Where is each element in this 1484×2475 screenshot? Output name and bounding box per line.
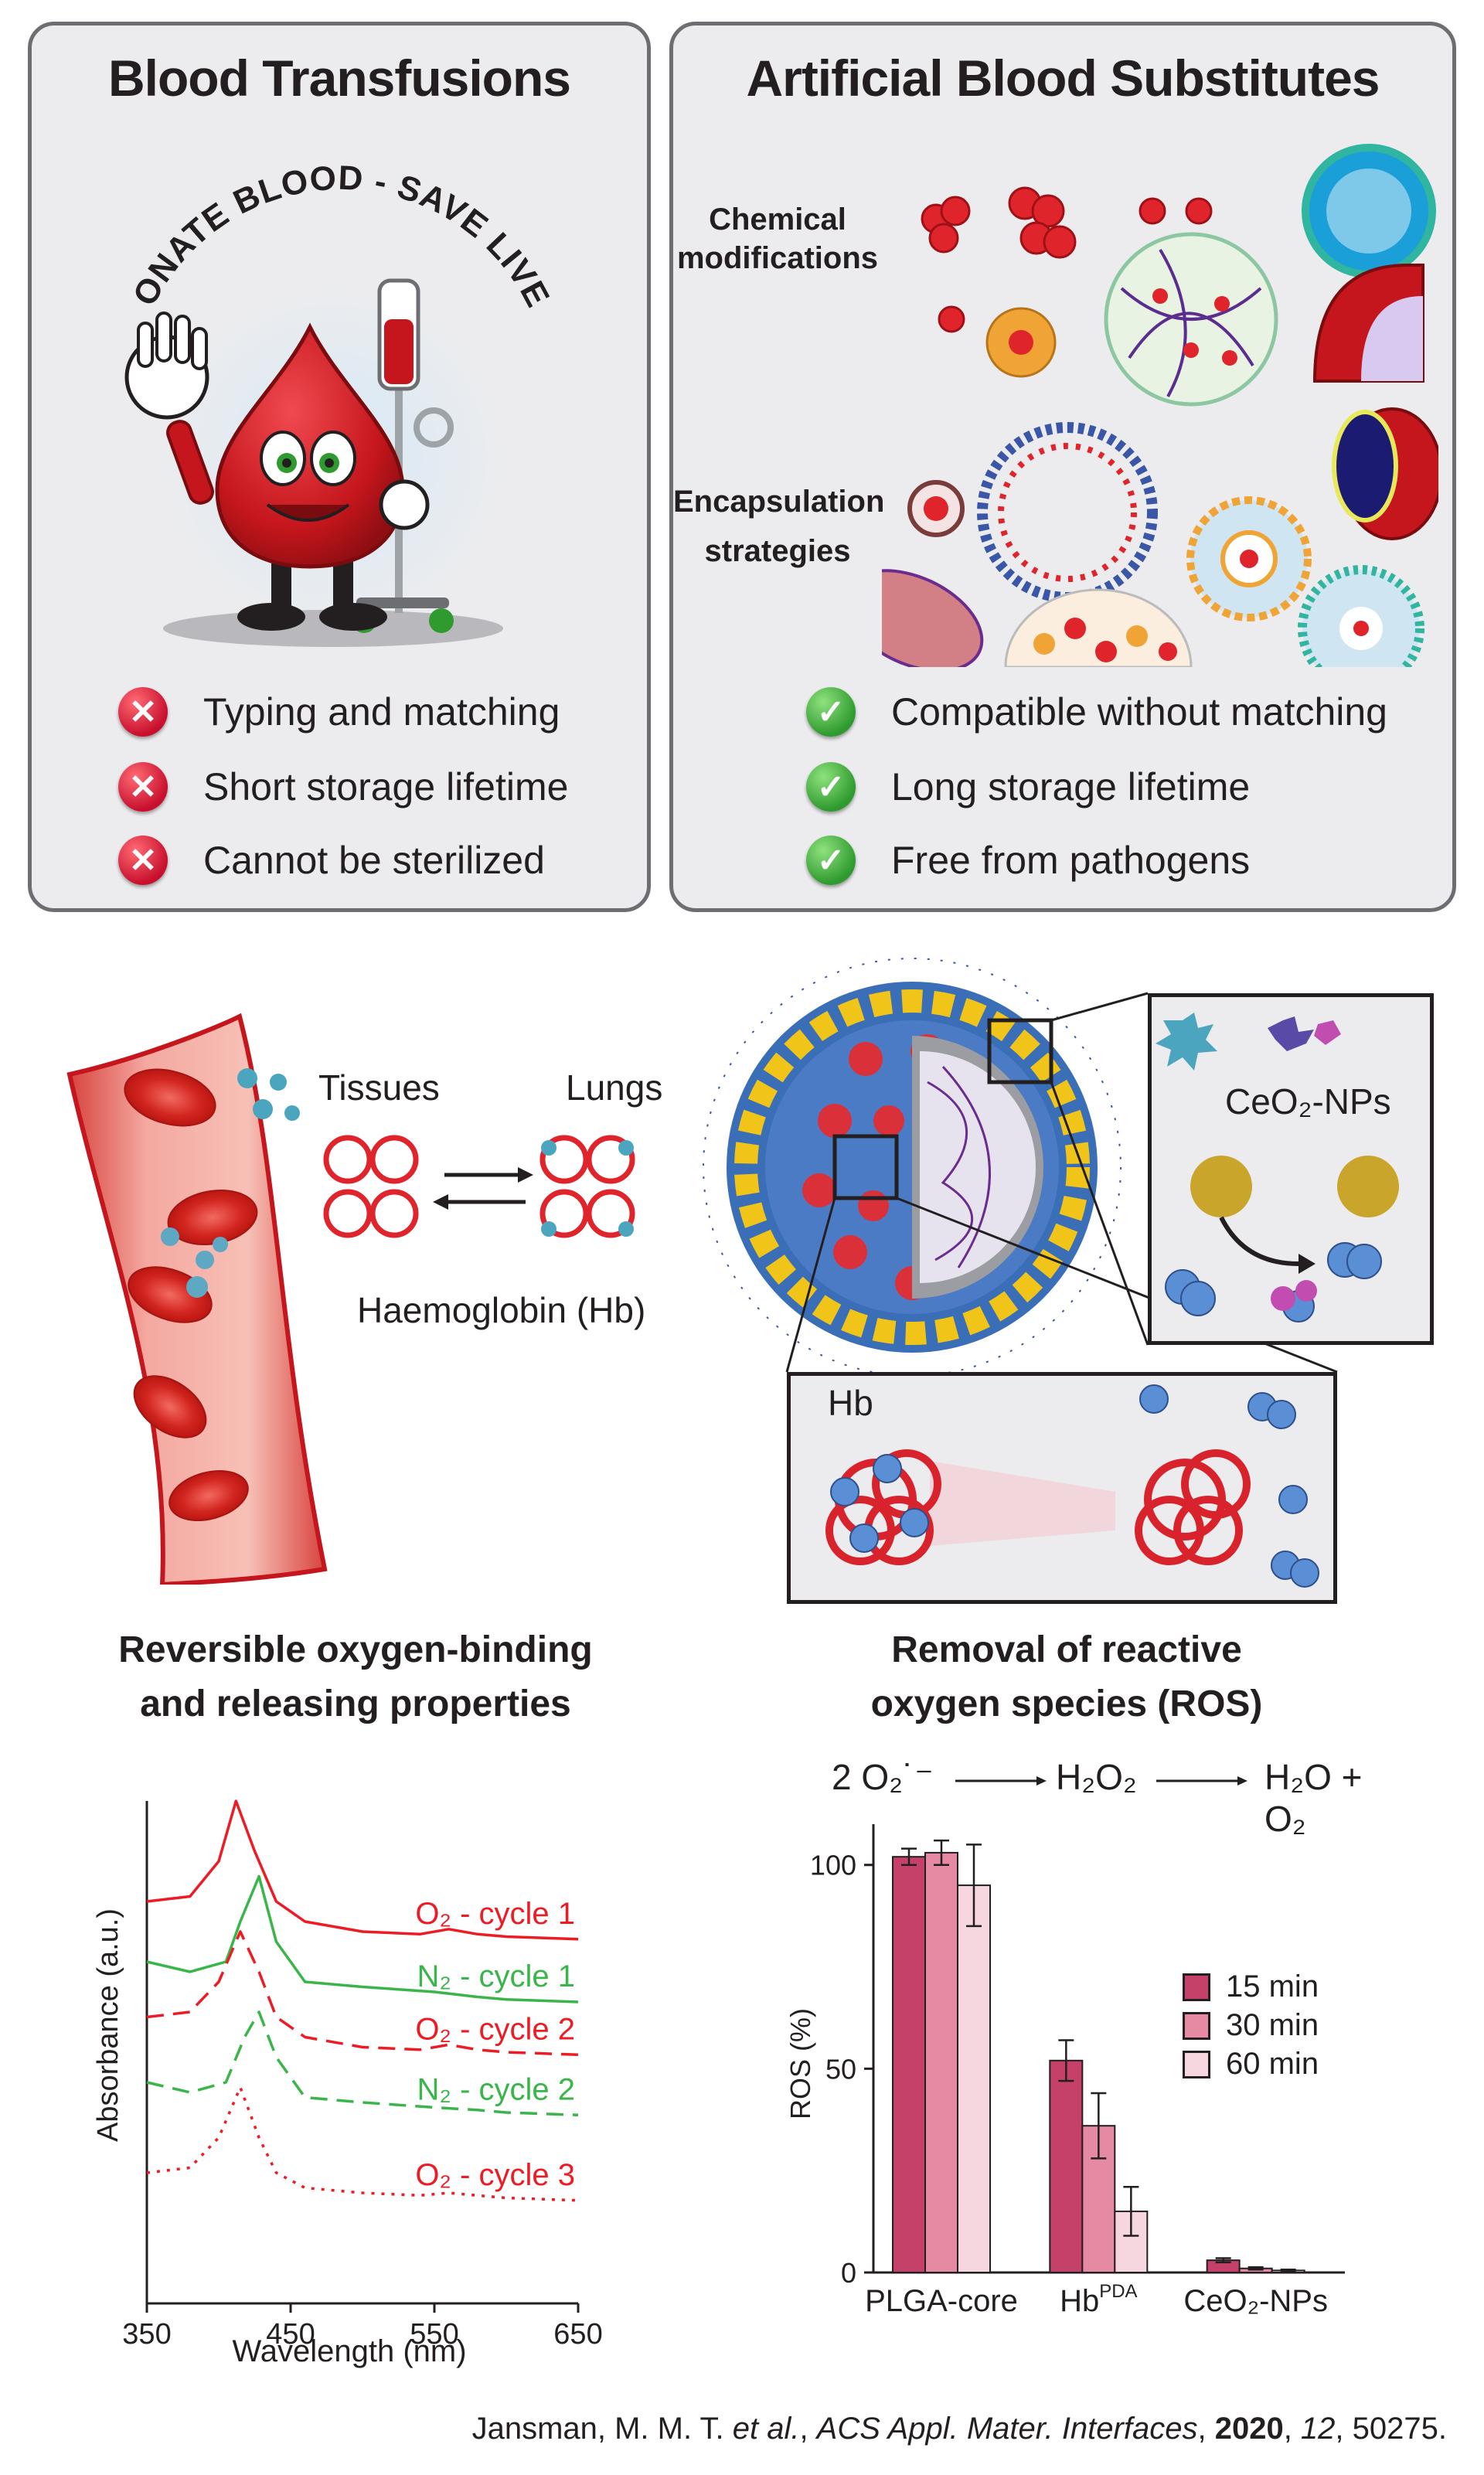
pro-label: Long storage lifetime bbox=[891, 765, 1251, 809]
category-label: CeO₂-NPs bbox=[1183, 2284, 1328, 2318]
bar bbox=[924, 1851, 958, 2273]
check-icon: ✓ bbox=[806, 836, 856, 885]
bar bbox=[957, 1884, 991, 2273]
category-label: PLGA-core bbox=[865, 2284, 1018, 2318]
con-item-storage: ✕ Short storage lifetime bbox=[118, 762, 568, 812]
legend-swatch bbox=[1183, 1973, 1210, 2001]
absorbance-line-chart: Absorbance (a.u.) Wavelength (nm) 350 450… bbox=[92, 1799, 603, 2368]
series-label: O₂ - cycle 3 bbox=[415, 2158, 575, 2192]
check-icon: ✓ bbox=[806, 762, 856, 812]
cross-icon: ✕ bbox=[118, 836, 168, 885]
blood-transfusions-panel: Blood Transfusions DONATE BLOOD - SAVE L… bbox=[28, 22, 651, 912]
intermediate: H₂O₂ bbox=[1056, 1757, 1137, 1797]
con-item-typing: ✕ Typing and matching bbox=[118, 687, 560, 737]
series-line bbox=[146, 1874, 579, 2003]
ceo2-reaction-illustration bbox=[1156, 1013, 1399, 1323]
series-label: N₂ - cycle 1 bbox=[417, 1959, 575, 1993]
bar bbox=[892, 1856, 926, 2273]
x-tick-label: 350 bbox=[122, 2318, 171, 2351]
nanoparticle-illustration bbox=[703, 958, 1122, 1377]
panel-title: Artificial Blood Substitutes bbox=[746, 49, 1380, 107]
hb-oxygen-release-illustration bbox=[825, 1384, 1319, 1588]
tissues-label: Tissues bbox=[318, 1067, 440, 1108]
series-label: N₂ - cycle 2 bbox=[417, 2072, 575, 2106]
y-axis-label: ROS (%) bbox=[788, 2008, 816, 2119]
reaction-arrow bbox=[1156, 1776, 1247, 1786]
series-label: O₂ - cycle 1 bbox=[415, 1897, 575, 1931]
check-icon: ✓ bbox=[806, 687, 856, 737]
series-line bbox=[146, 1799, 579, 1941]
y-tick-label: 50 bbox=[825, 2053, 856, 2085]
hb-box-label: Hb bbox=[828, 1383, 873, 1423]
legend-label: 60 min bbox=[1226, 2047, 1319, 2081]
donate-blood-mascot: DONATE BLOOD - SAVE LIVES bbox=[101, 165, 556, 647]
pro-item-pathogens: ✓ Free from pathogens bbox=[806, 836, 1250, 885]
products: H₂O + O₂ bbox=[1264, 1757, 1363, 1839]
x-tick-label: 450 bbox=[266, 2318, 315, 2351]
pro-label: Free from pathogens bbox=[891, 839, 1251, 882]
ceo2-zoom-box: CeO₂-NPs bbox=[1148, 993, 1434, 1345]
bar bbox=[1049, 2059, 1084, 2273]
oxygen-molecules-icon bbox=[237, 1068, 300, 1121]
series-line bbox=[146, 2010, 579, 2117]
haemoglobin-label: Haemoglobin (Hb) bbox=[357, 1290, 646, 1330]
pro-item-storage: ✓ Long storage lifetime bbox=[806, 762, 1250, 812]
category-superscript: PDA bbox=[1099, 2281, 1137, 2302]
series-label: O₂ - cycle 2 bbox=[415, 2012, 575, 2046]
ceo2-label: CeO₂-NPs bbox=[1225, 1081, 1391, 1122]
cross-icon: ✕ bbox=[118, 687, 168, 737]
x-axis-label: Wavelength (nm) bbox=[232, 2334, 466, 2368]
haemoglobin-equilibrium-diagram bbox=[323, 1135, 635, 1238]
pro-label: Compatible without matching bbox=[891, 690, 1387, 734]
legend-item-60min: 60 min bbox=[1183, 2047, 1319, 2082]
category-label: HbPDA bbox=[1060, 2281, 1138, 2318]
y-tick-label: 100 bbox=[810, 1850, 856, 1881]
blood-vessel-illustration bbox=[66, 1013, 328, 1585]
legend-label: 30 min bbox=[1226, 2008, 1319, 2042]
series-line bbox=[146, 1930, 579, 2057]
legend-label: 15 min bbox=[1226, 1969, 1319, 2003]
panel-title: Blood Transfusions bbox=[107, 49, 571, 107]
blood-substitute-illustrations bbox=[882, 144, 1438, 667]
hb-zoom-box: Hb bbox=[787, 1372, 1337, 1604]
y-tick-label: 0 bbox=[841, 2257, 856, 2289]
legend-item-15min: 15 min bbox=[1183, 1969, 1319, 2004]
x-tick-label: 550 bbox=[410, 2318, 458, 2351]
cross-icon: ✕ bbox=[118, 762, 168, 812]
legend-swatch bbox=[1183, 2011, 1210, 2040]
reaction-arrow bbox=[955, 1776, 1047, 1786]
con-label: Typing and matching bbox=[203, 690, 560, 734]
legend-swatch bbox=[1183, 2050, 1210, 2078]
x-tick-label: 650 bbox=[553, 2318, 602, 2351]
legend-item-30min: 30 min bbox=[1183, 2008, 1319, 2043]
con-item-sterilized: ✕ Cannot be sterilized bbox=[118, 836, 545, 885]
y-axis-label: Absorbance (a.u.) bbox=[92, 1908, 124, 2142]
reactant: 2 O₂˙⁻ bbox=[832, 1757, 934, 1797]
con-label: Short storage lifetime bbox=[203, 765, 569, 809]
ros-reaction: 2 O₂˙⁻ H₂O₂ H₂O + O₂ bbox=[832, 1756, 1404, 1839]
pro-item-compatible: ✓ Compatible without matching bbox=[806, 687, 1387, 737]
citation: Jansman, M. M. T. et al., ACS Appl. Mate… bbox=[471, 2412, 1447, 2446]
con-label: Cannot be sterilized bbox=[203, 839, 545, 882]
lungs-label: Lungs bbox=[566, 1067, 663, 1108]
